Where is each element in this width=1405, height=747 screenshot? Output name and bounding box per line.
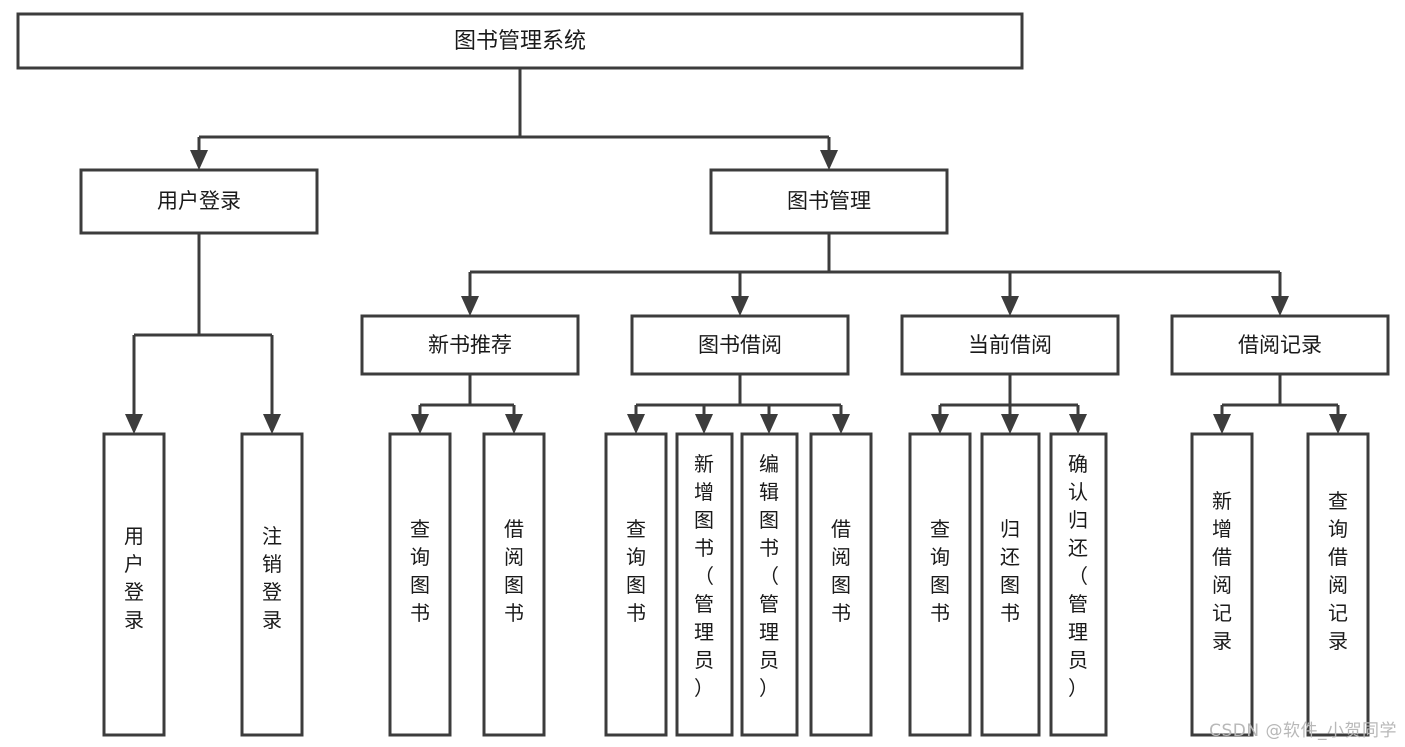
node-leaf-borrow-book-1[interactable]: 借阅图书 xyxy=(482,432,546,737)
node-leaf-logout[interactable]: 注销登录 xyxy=(240,432,304,737)
node-leaf-query-book-1-label: 查询图书 xyxy=(410,517,430,625)
node-leaf-borrow-book-2-box[interactable] xyxy=(809,432,873,737)
arrow-head-book-manage xyxy=(820,150,838,170)
arrow-head-borrow-record xyxy=(1271,296,1289,316)
arrow-head-leaf-borrow-book-1 xyxy=(505,414,523,434)
node-leaf-borrow-book-2[interactable]: 借阅图书 xyxy=(809,432,873,737)
node-leaf-user-login-box[interactable] xyxy=(102,432,166,737)
node-leaf-query-record-label: 查询借阅记录 xyxy=(1328,489,1348,653)
node-current-borrow[interactable]: 当前借阅 xyxy=(900,314,1120,376)
node-root-label: 图书管理系统 xyxy=(454,29,586,54)
node-book-manage[interactable]: 图书管理 xyxy=(709,168,949,235)
node-leaf-logout-label: 注销登录 xyxy=(262,524,282,632)
node-leaf-edit-book-box[interactable] xyxy=(740,432,799,737)
node-new-book-recommend-label: 新书推荐 xyxy=(428,333,512,357)
node-leaf-query-book-3-box[interactable] xyxy=(908,432,972,737)
node-leaf-query-book-2-label: 查询图书 xyxy=(626,517,646,625)
arrow-head-user-login xyxy=(190,150,208,170)
node-leaf-borrow-book-1-label: 借阅图书 xyxy=(504,517,524,625)
node-leaf-return-book-box[interactable] xyxy=(980,432,1041,737)
arrow-head-leaf-query-book-1 xyxy=(411,414,429,434)
node-current-borrow-label: 当前借阅 xyxy=(968,333,1052,357)
node-leaf-query-book-3-label: 查询图书 xyxy=(930,517,950,625)
node-book-borrow-box[interactable] xyxy=(630,314,850,376)
node-root[interactable]: 图书管理系统 xyxy=(16,12,1024,70)
node-leaf-edit-book[interactable]: 编辑图书（管理员） xyxy=(740,432,799,737)
node-user-login[interactable]: 用户登录 xyxy=(79,168,319,235)
node-leaf-add-record-label: 新增借阅记录 xyxy=(1212,489,1232,653)
node-leaf-add-book-label: 新增图书（管理员） xyxy=(694,452,714,700)
node-leaf-confirm-return-label: 确认归还（管理员） xyxy=(1068,452,1088,700)
node-new-book-recommend-box[interactable] xyxy=(360,314,580,376)
node-new-book-recommend[interactable]: 新书推荐 xyxy=(360,314,580,376)
node-leaf-borrow-book-1-box[interactable] xyxy=(482,432,546,737)
node-book-borrow-label: 图书借阅 xyxy=(698,333,782,357)
node-book-manage-label: 图书管理 xyxy=(787,189,871,213)
node-leaf-query-book-2-box[interactable] xyxy=(604,432,668,737)
node-book-manage-box[interactable] xyxy=(709,168,949,235)
arrow-head-leaf-query-record xyxy=(1329,414,1347,434)
node-leaf-edit-book-label: 编辑图书（管理员） xyxy=(759,452,779,700)
node-leaf-query-book-3[interactable]: 查询图书 xyxy=(908,432,972,737)
node-borrow-record[interactable]: 借阅记录 xyxy=(1170,314,1390,376)
node-leaf-query-record[interactable]: 查询借阅记录 xyxy=(1306,432,1370,737)
node-leaf-confirm-return[interactable]: 确认归还（管理员） xyxy=(1049,432,1108,737)
node-leaf-query-record-box[interactable] xyxy=(1306,432,1370,737)
node-leaf-user-login-label: 用户登录 xyxy=(124,524,144,632)
arrow-head-book-borrow xyxy=(731,296,749,316)
arrow-head-current-borrow xyxy=(1001,296,1019,316)
node-leaf-user-login[interactable]: 用户登录 xyxy=(102,432,166,737)
arrow-head-leaf-edit-book xyxy=(760,414,778,434)
node-leaf-logout-box[interactable] xyxy=(240,432,304,737)
node-user-login-box[interactable] xyxy=(79,168,319,235)
node-user-login-label: 用户登录 xyxy=(157,189,241,213)
node-leaf-query-book-1[interactable]: 查询图书 xyxy=(388,432,452,737)
leaf-layer: 用户登录 注销登录 查询图书 借阅图书 查询图书 新增图书（管理员） xyxy=(102,432,1370,737)
node-leaf-borrow-book-2-label: 借阅图书 xyxy=(831,517,851,625)
node-leaf-return-book[interactable]: 归还图书 xyxy=(980,432,1041,737)
arrow-head-leaf-query-book-3 xyxy=(931,414,949,434)
node-leaf-add-record[interactable]: 新增借阅记录 xyxy=(1190,432,1254,737)
arrow-head-leaf-return-book xyxy=(1001,414,1019,434)
node-book-borrow[interactable]: 图书借阅 xyxy=(630,314,850,376)
arrow-head-leaf-user-login xyxy=(125,414,143,434)
arrow-head-leaf-confirm-return xyxy=(1069,414,1087,434)
arrow-head-leaf-add-book xyxy=(695,414,713,434)
node-leaf-add-book[interactable]: 新增图书（管理员） xyxy=(675,432,734,737)
arrow-head-leaf-borrow-book-2 xyxy=(832,414,850,434)
arrow-head-leaf-logout xyxy=(263,414,281,434)
node-leaf-add-record-box[interactable] xyxy=(1190,432,1254,737)
node-borrow-record-label: 借阅记录 xyxy=(1238,333,1322,357)
node-root-box[interactable] xyxy=(16,12,1024,70)
node-leaf-query-book-2[interactable]: 查询图书 xyxy=(604,432,668,737)
csdn-watermark: CSDN @软件_小贺同学 xyxy=(1209,721,1397,741)
arrow-head-new-book-recommend xyxy=(461,296,479,316)
node-leaf-add-book-box[interactable] xyxy=(675,432,734,737)
node-borrow-record-box[interactable] xyxy=(1170,314,1390,376)
node-leaf-confirm-return-box[interactable] xyxy=(1049,432,1108,737)
connector-layer xyxy=(125,68,1347,434)
node-current-borrow-box[interactable] xyxy=(900,314,1120,376)
arrow-head-leaf-query-book-2 xyxy=(627,414,645,434)
node-leaf-return-book-label: 归还图书 xyxy=(1000,517,1020,625)
node-leaf-query-book-1-box[interactable] xyxy=(388,432,452,737)
arrow-head-leaf-add-record xyxy=(1213,414,1231,434)
